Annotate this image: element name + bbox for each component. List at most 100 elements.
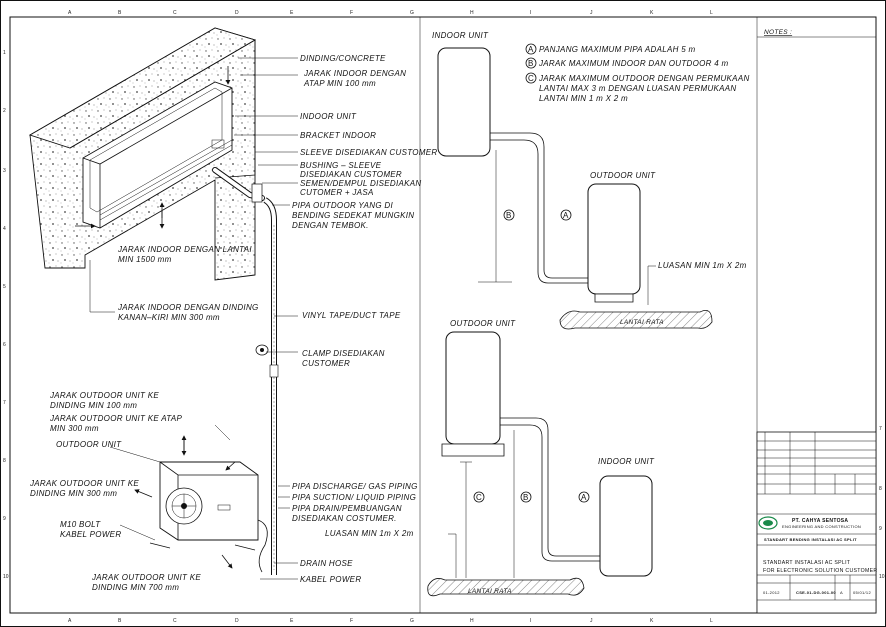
svg-text:2: 2: [3, 108, 6, 114]
svg-text:JARAK MAXIMUM INDOOR DAN OUTDO: JARAK MAXIMUM INDOOR DAN OUTDOOR 4 m: [538, 59, 729, 68]
svg-text:OUTDOOR UNIT: OUTDOOR UNIT: [450, 319, 516, 328]
svg-text:LUASAN MIN 1m X 2m: LUASAN MIN 1m X 2m: [325, 529, 414, 538]
grid-column-labels: A B C D E F G H I J K L A B C D E F G H …: [68, 10, 713, 624]
svg-text:INDOOR UNIT: INDOOR UNIT: [432, 31, 489, 40]
svg-text:OUTDOOR UNIT: OUTDOOR UNIT: [56, 440, 122, 449]
svg-text:ENGINEERING AND CONSTRUCTION: ENGINEERING AND CONSTRUCTION: [782, 524, 861, 529]
svg-text:C: C: [476, 493, 482, 502]
svg-text:KABEL POWER: KABEL POWER: [60, 530, 121, 539]
svg-text:JARAK INDOOR DENGAN LANTAI: JARAK INDOOR DENGAN LANTAI: [117, 245, 252, 254]
svg-text:10: 10: [3, 574, 9, 580]
svg-text:C: C: [528, 74, 534, 83]
label-indoor-unit: INDOOR UNIT: [300, 112, 357, 121]
svg-text:C: C: [173, 618, 177, 624]
svg-text:KANAN–KIRI MIN 300 mm: KANAN–KIRI MIN 300 mm: [118, 313, 220, 322]
left-leader-lines: [234, 57, 298, 580]
grid-col-a: A: [68, 10, 72, 16]
svg-text:A: A: [840, 590, 843, 595]
svg-text:G: G: [410, 10, 414, 16]
title-block: PT. CAHYA SENTOSA ENGINEERING AND CONSTR…: [756, 431, 877, 614]
svg-text:C: C: [173, 10, 177, 16]
svg-text:PIPA SUCTION/ LIQUID PIPING: PIPA SUCTION/ LIQUID PIPING: [292, 493, 416, 502]
svg-text:MIN 300 mm: MIN 300 mm: [50, 424, 99, 433]
svg-text:JARAK OUTDOOR UNIT KE: JARAK OUTDOOR UNIT KE: [29, 479, 139, 488]
svg-text:OUTDOOR UNIT: OUTDOOR UNIT: [590, 171, 656, 180]
svg-text:LUASAN MIN 1m X 2m: LUASAN MIN 1m X 2m: [658, 261, 747, 270]
svg-text:6: 6: [3, 342, 6, 348]
svg-text:J: J: [590, 10, 593, 16]
svg-text:DRAIN HOSE: DRAIN HOSE: [300, 559, 353, 568]
svg-text:F: F: [350, 10, 353, 16]
svg-text:H: H: [470, 618, 474, 624]
notes-title: NOTES :: [764, 29, 792, 36]
svg-text:3: 3: [3, 168, 6, 174]
svg-text:PIPA OUTDOOR YANG DI: PIPA OUTDOOR YANG DI: [292, 201, 393, 210]
svg-text:STANDART INSTALASI AC SPLIT: STANDART INSTALASI AC SPLIT: [763, 560, 851, 566]
svg-text:LANTAI RATA: LANTAI RATA: [620, 319, 664, 326]
svg-text:B: B: [118, 618, 122, 624]
svg-text:DISEDIAKAN COSTUMER.: DISEDIAKAN COSTUMER.: [292, 514, 397, 523]
svg-text:JARAK OUTDOOR UNIT KE: JARAK OUTDOOR UNIT KE: [91, 573, 201, 582]
svg-text:A: A: [68, 618, 72, 624]
svg-text:E: E: [290, 618, 294, 624]
outdoor-unit-box-2: [445, 331, 501, 445]
svg-text:05/01/12: 05/01/12: [853, 590, 871, 595]
svg-text:B: B: [523, 493, 529, 502]
svg-text:K: K: [650, 10, 654, 16]
svg-text:I: I: [530, 10, 531, 16]
svg-text:5: 5: [3, 284, 6, 290]
svg-text:CUSTOMER: CUSTOMER: [302, 359, 350, 368]
svg-text:DINDING MIN 100 mm: DINDING MIN 100 mm: [50, 401, 137, 410]
svg-text:MIN 1500 mm: MIN 1500 mm: [118, 255, 172, 264]
svg-text:DISEDIAKAN CUSTOMER: DISEDIAKAN CUSTOMER: [300, 170, 402, 179]
bottom-layout-diagram: OUTDOOR UNIT INDOOR UNIT LANTAI RATA LUA…: [325, 319, 655, 597]
svg-text:G: G: [410, 618, 414, 624]
svg-text:10: 10: [879, 574, 885, 580]
indoor-unit-drawing: [82, 81, 233, 229]
svg-text:JARAK OUTDOOR UNIT KE ATAP: JARAK OUTDOOR UNIT KE ATAP: [49, 414, 182, 423]
svg-text:VINYL TAPE/DUCT TAPE: VINYL TAPE/DUCT TAPE: [302, 311, 401, 320]
svg-text:A: A: [581, 493, 587, 502]
svg-text:ATAP MIN 100 mm: ATAP MIN 100 mm: [303, 79, 376, 88]
svg-text:M10 BOLT: M10 BOLT: [60, 520, 101, 529]
svg-text:PANJANG MAXIMUM PIPA ADALAH 5: PANJANG MAXIMUM PIPA ADALAH 5 m: [539, 45, 695, 54]
svg-text:JARAK INDOOR DENGAN DINDING: JARAK INDOOR DENGAN DINDING: [117, 303, 259, 312]
indoor-unit-box: [437, 47, 491, 157]
indoor-installation-diagram: [28, 27, 279, 575]
svg-text:CLAMP DISEDIAKAN: CLAMP DISEDIAKAN: [302, 349, 385, 358]
svg-text:L: L: [710, 10, 713, 16]
svg-text:DINDING MIN 300 mm: DINDING MIN 300 mm: [30, 489, 117, 498]
svg-text:E: E: [290, 10, 294, 16]
svg-text:LANTAI MIN 1 m X 2 m: LANTAI MIN 1 m X 2 m: [539, 94, 628, 103]
notes-block: NOTES : A PANJANG MAXIMUM PIPA ADALAH 5 …: [525, 29, 792, 103]
svg-text:7: 7: [3, 400, 6, 406]
svg-text:B: B: [528, 59, 534, 68]
top-layout-diagram: INDOOR UNIT OUTDOOR UNIT LANTAI RATA LUA…: [432, 31, 747, 330]
svg-text:LANTAI RATA: LANTAI RATA: [468, 588, 512, 595]
svg-text:PT. CAHYA SENTOSA: PT. CAHYA SENTOSA: [792, 518, 848, 524]
svg-text:DENGAN TEMBOK.: DENGAN TEMBOK.: [292, 221, 369, 230]
svg-text:KABEL POWER: KABEL POWER: [300, 575, 361, 584]
svg-text:CUTOMER + JASA: CUTOMER + JASA: [300, 188, 374, 197]
svg-text:K: K: [650, 618, 654, 624]
svg-text:9: 9: [879, 526, 882, 532]
svg-text:D: D: [235, 10, 239, 16]
svg-text:STANDART BENDING INSTALASI AC: STANDART BENDING INSTALASI AC SPLIT: [764, 537, 857, 542]
svg-text:B: B: [506, 211, 512, 220]
svg-text:BUSHING – SLEEVE: BUSHING – SLEEVE: [300, 161, 382, 170]
svg-text:A: A: [528, 45, 534, 54]
svg-text:A: A: [563, 211, 569, 220]
svg-text:B: B: [118, 10, 122, 16]
outdoor-unit-box: [587, 183, 641, 295]
svg-text:9: 9: [3, 516, 6, 522]
svg-text:JARAK INDOOR DENGAN: JARAK INDOOR DENGAN: [303, 69, 406, 78]
svg-text:JARAK MAXIMUM OUTDOOR DENGAN P: JARAK MAXIMUM OUTDOOR DENGAN PERMUKAAN: [538, 74, 750, 83]
svg-text:FOR ELECTRONIC SOLUTION CUSTOM: FOR ELECTRONIC SOLUTION CUSTOMER: [763, 568, 877, 574]
indoor-unit-box-2: [599, 475, 653, 577]
svg-text:7: 7: [879, 426, 882, 432]
svg-text:CSE-01-DG-001-00: CSE-01-DG-001-00: [796, 590, 836, 595]
left-labels: DINDING/CONCRETE JARAK INDOOR DENGAN ATA…: [29, 54, 437, 592]
svg-text:1: 1: [3, 50, 6, 56]
svg-text:BENDING SEDEKAT MUNGKIN: BENDING SEDEKAT MUNGKIN: [292, 211, 414, 220]
